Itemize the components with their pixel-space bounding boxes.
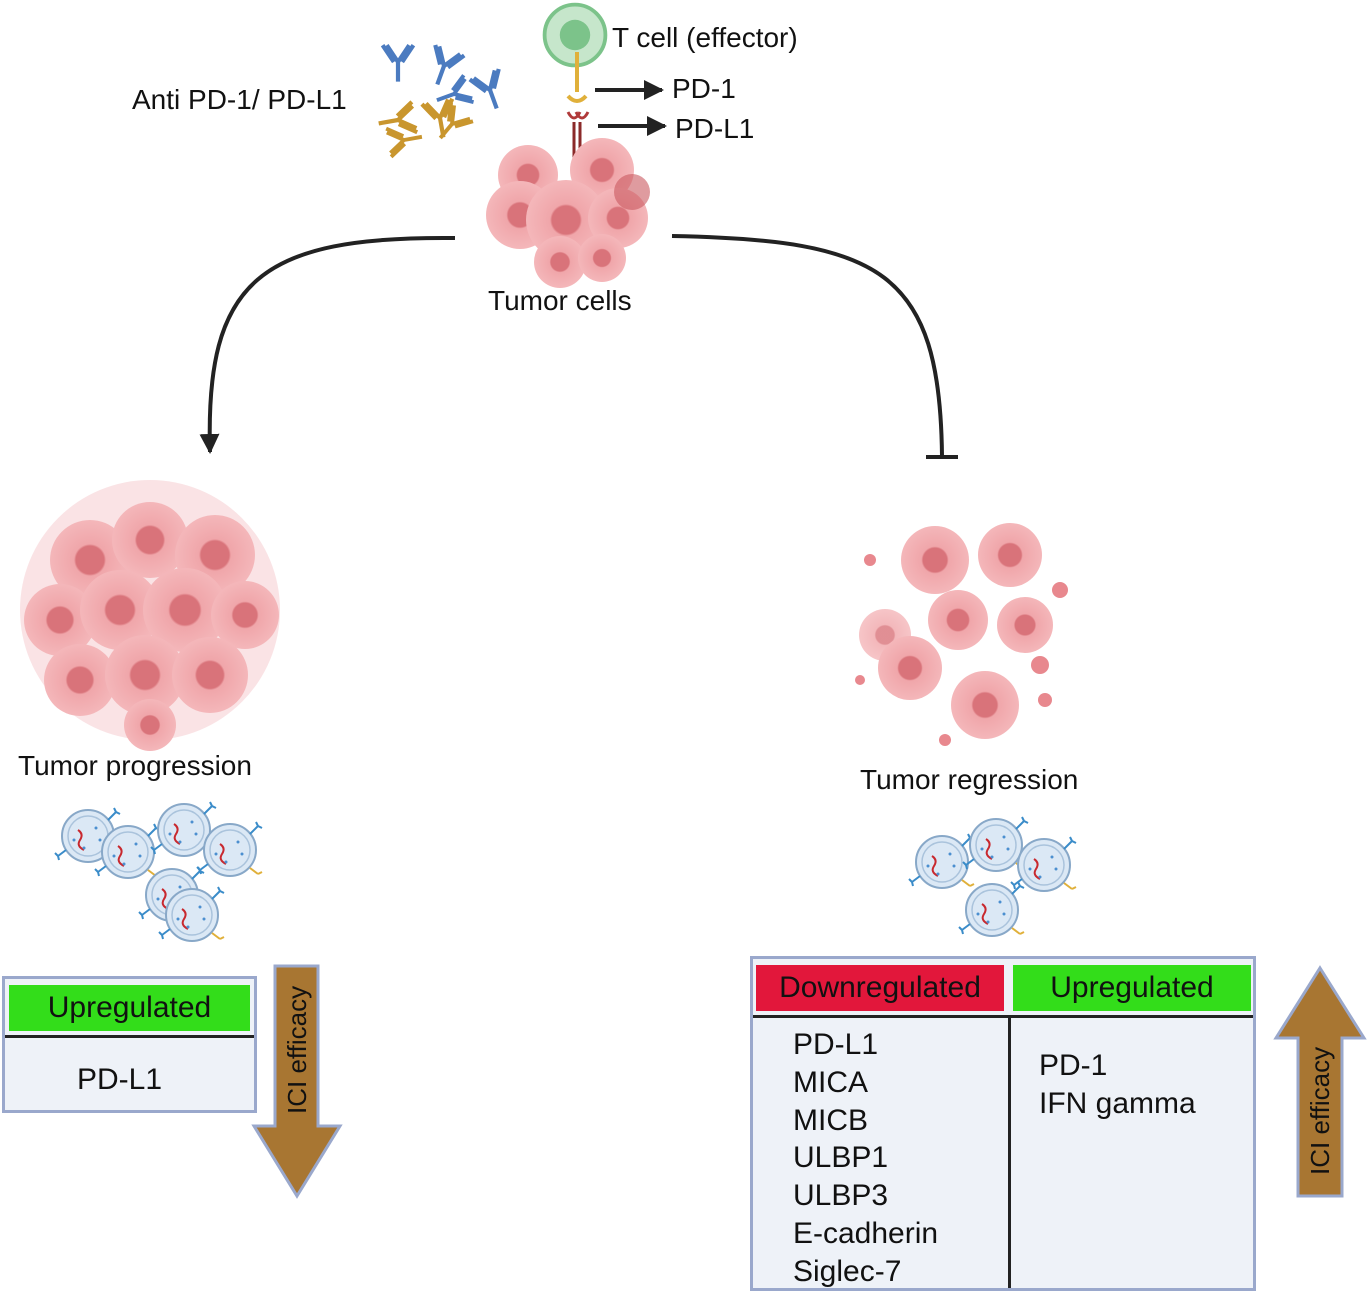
left-upregulated-list: PD-L1: [77, 1061, 162, 1099]
list-item: MICB: [793, 1103, 868, 1137]
vesicle-cluster-right-icon: [908, 816, 1077, 937]
downregulated-list: PD-L1 MICA MICB ULBP1 ULBP3 E-cadherin S…: [793, 1026, 938, 1291]
list-item: Siglec-7: [793, 1254, 902, 1288]
ici-efficacy-up-arrow: [1273, 965, 1367, 1198]
antibody-icon-group: [376, 45, 511, 159]
left-ici-efficacy-label: ICI efficacy: [282, 985, 312, 1114]
pdl1-label: PD-L1: [675, 113, 755, 144]
antibody-label: Anti PD-1/ PD-L1: [132, 84, 347, 115]
ici-efficacy-down-arrow: [251, 964, 343, 1199]
tumor-regression-label: Tumor regression: [860, 764, 1079, 795]
left-upregulated-header: Upregulated: [9, 985, 250, 1031]
tumor-progression-icon: [20, 480, 280, 751]
list-item: MICA: [793, 1065, 868, 1099]
list-item: ULBP3: [793, 1179, 889, 1213]
list-item: PD-L1: [793, 1028, 879, 1061]
right-regulation-table: Downregulated Upregulated PD-L1 MICA MIC…: [750, 956, 1256, 1291]
tumor-regression-icon: [855, 523, 1068, 746]
regression-branch-inhibition: [671, 234, 944, 457]
tumor-cells-label: Tumor cells: [488, 285, 632, 316]
right-ici-efficacy-label: ICI efficacy: [1305, 1046, 1335, 1175]
right-table-column-divider: [1008, 1015, 1011, 1288]
tumor-progression-label: Tumor progression: [18, 750, 252, 781]
left-upregulated-table: Upregulated PD-L1: [2, 976, 257, 1113]
vesicle-cluster-left-icon: [54, 801, 263, 942]
right-table-header-divider: [753, 1015, 1253, 1018]
list-item: E-cadherin: [793, 1216, 939, 1250]
right-upregulated-list: PD-1 IFN gamma: [1039, 1047, 1196, 1123]
right-upregulated-header: Upregulated: [1013, 965, 1251, 1011]
list-item: PD-L1: [77, 1063, 163, 1096]
progression-branch-arrow: [199, 235, 456, 454]
list-item: ULBP1: [793, 1141, 889, 1175]
pd1-label: PD-1: [672, 73, 736, 104]
list-item: PD-1: [1039, 1049, 1108, 1082]
left-table-divider: [5, 1035, 254, 1038]
list-item: IFN gamma: [1039, 1086, 1196, 1120]
t-cell-label: T cell (effector): [612, 22, 798, 53]
tumor-cells-icon: [486, 138, 650, 288]
downregulated-header: Downregulated: [756, 965, 1004, 1011]
pd1-receptor-icon: [566, 52, 588, 103]
